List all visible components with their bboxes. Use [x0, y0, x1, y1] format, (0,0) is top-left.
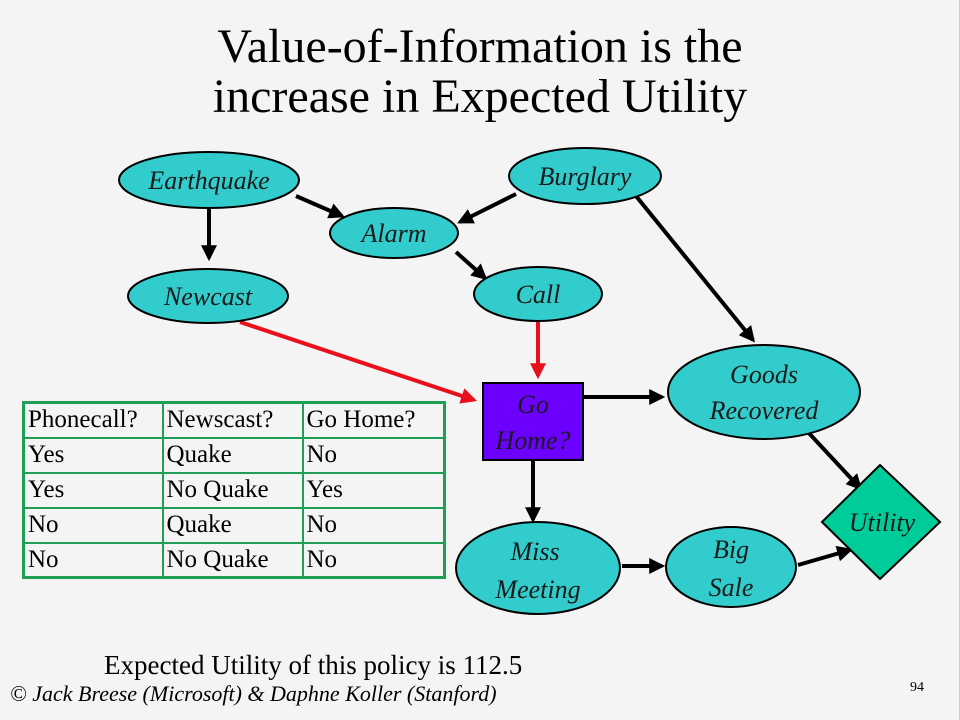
- table-header-cell: Newscast?: [161, 401, 304, 439]
- slide-title-line-2: increase in Expected Utility: [212, 70, 748, 123]
- node-earthquake[interactable]: Earthquake: [118, 151, 300, 209]
- node-miss-meeting-label-1: Miss: [509, 537, 559, 566]
- node-utility-label: Utility: [849, 508, 916, 537]
- table-cell: Quake: [161, 436, 304, 474]
- node-burglary-label: Burglary: [539, 162, 632, 191]
- node-miss-meeting-label-2: Meeting: [494, 575, 580, 604]
- node-goods-recovered-label-2: Recovered: [709, 396, 820, 425]
- table-cell: No: [301, 541, 446, 579]
- table-cell: Yes: [22, 471, 164, 509]
- page-number: 94: [910, 680, 924, 695]
- node-go-home[interactable]: Go Home?: [482, 382, 584, 461]
- node-goods-recovered-label-1: Goods: [730, 360, 798, 389]
- table-cell: No Quake: [161, 541, 304, 579]
- arc-burglary-goods: [634, 194, 756, 343]
- arc-goods-utility: [804, 428, 863, 491]
- table-row: No No Quake No: [22, 541, 446, 579]
- node-alarm-label: Alarm: [360, 219, 427, 248]
- copyright-credit: © Jack Breese (Microsoft) & Daphne Kolle…: [10, 681, 497, 706]
- arc-newcast-gohome[interactable]: [239, 320, 478, 404]
- node-big-sale-label-2: Sale: [709, 573, 754, 602]
- table-cell: No: [301, 436, 446, 474]
- node-call-label: Call: [516, 280, 561, 309]
- node-big-sale[interactable]: Big Sale: [665, 526, 797, 608]
- arc-earthquake-alarm: [295, 194, 345, 219]
- arc-alarm-call: [454, 250, 488, 281]
- arc-bigsale-utility: [797, 545, 854, 567]
- node-newcast[interactable]: Newcast: [127, 268, 289, 324]
- node-call[interactable]: Call: [473, 266, 603, 322]
- arc-burglary-alarm: [457, 192, 517, 224]
- node-goods-recovered[interactable]: Goods Recovered: [667, 344, 861, 440]
- node-earthquake-label: Earthquake: [147, 166, 269, 195]
- node-newcast-label: Newcast: [163, 282, 253, 311]
- node-big-sale-label-1: Big: [713, 535, 749, 564]
- node-alarm[interactable]: Alarm: [329, 207, 459, 259]
- table-header-cell: Go Home?: [301, 401, 446, 439]
- table-cell: Quake: [161, 506, 304, 544]
- slide-title: Value-of-Information is the increase in …: [60, 22, 900, 122]
- table-row: Yes Quake No: [22, 436, 446, 474]
- table-cell: Yes: [301, 471, 446, 509]
- table-cell: No: [22, 506, 164, 544]
- table-header-cell: Phonecall?: [22, 401, 164, 439]
- node-miss-meeting[interactable]: Miss Meeting: [455, 521, 621, 615]
- node-go-home-label-1: Go: [517, 390, 549, 419]
- node-burglary[interactable]: Burglary: [508, 147, 662, 205]
- node-utility[interactable]: Utility: [820, 463, 942, 581]
- table-cell: No: [22, 541, 164, 579]
- table-row: Yes No Quake Yes: [22, 471, 446, 509]
- expected-utility-text: Expected Utility of this policy is 112.5: [104, 650, 523, 680]
- table-cell: No: [301, 506, 446, 544]
- table-row: No Quake No: [22, 506, 446, 544]
- table-cell: No Quake: [161, 471, 304, 509]
- table-header-row: Phonecall? Newscast? Go Home?: [22, 401, 446, 439]
- slide-title-line-1: Value-of-Information is the: [217, 20, 743, 73]
- node-go-home-label-2: Home?: [494, 426, 570, 455]
- table-cell: Yes: [22, 436, 164, 474]
- policy-table: Phonecall? Newscast? Go Home? Yes Quake …: [22, 401, 446, 579]
